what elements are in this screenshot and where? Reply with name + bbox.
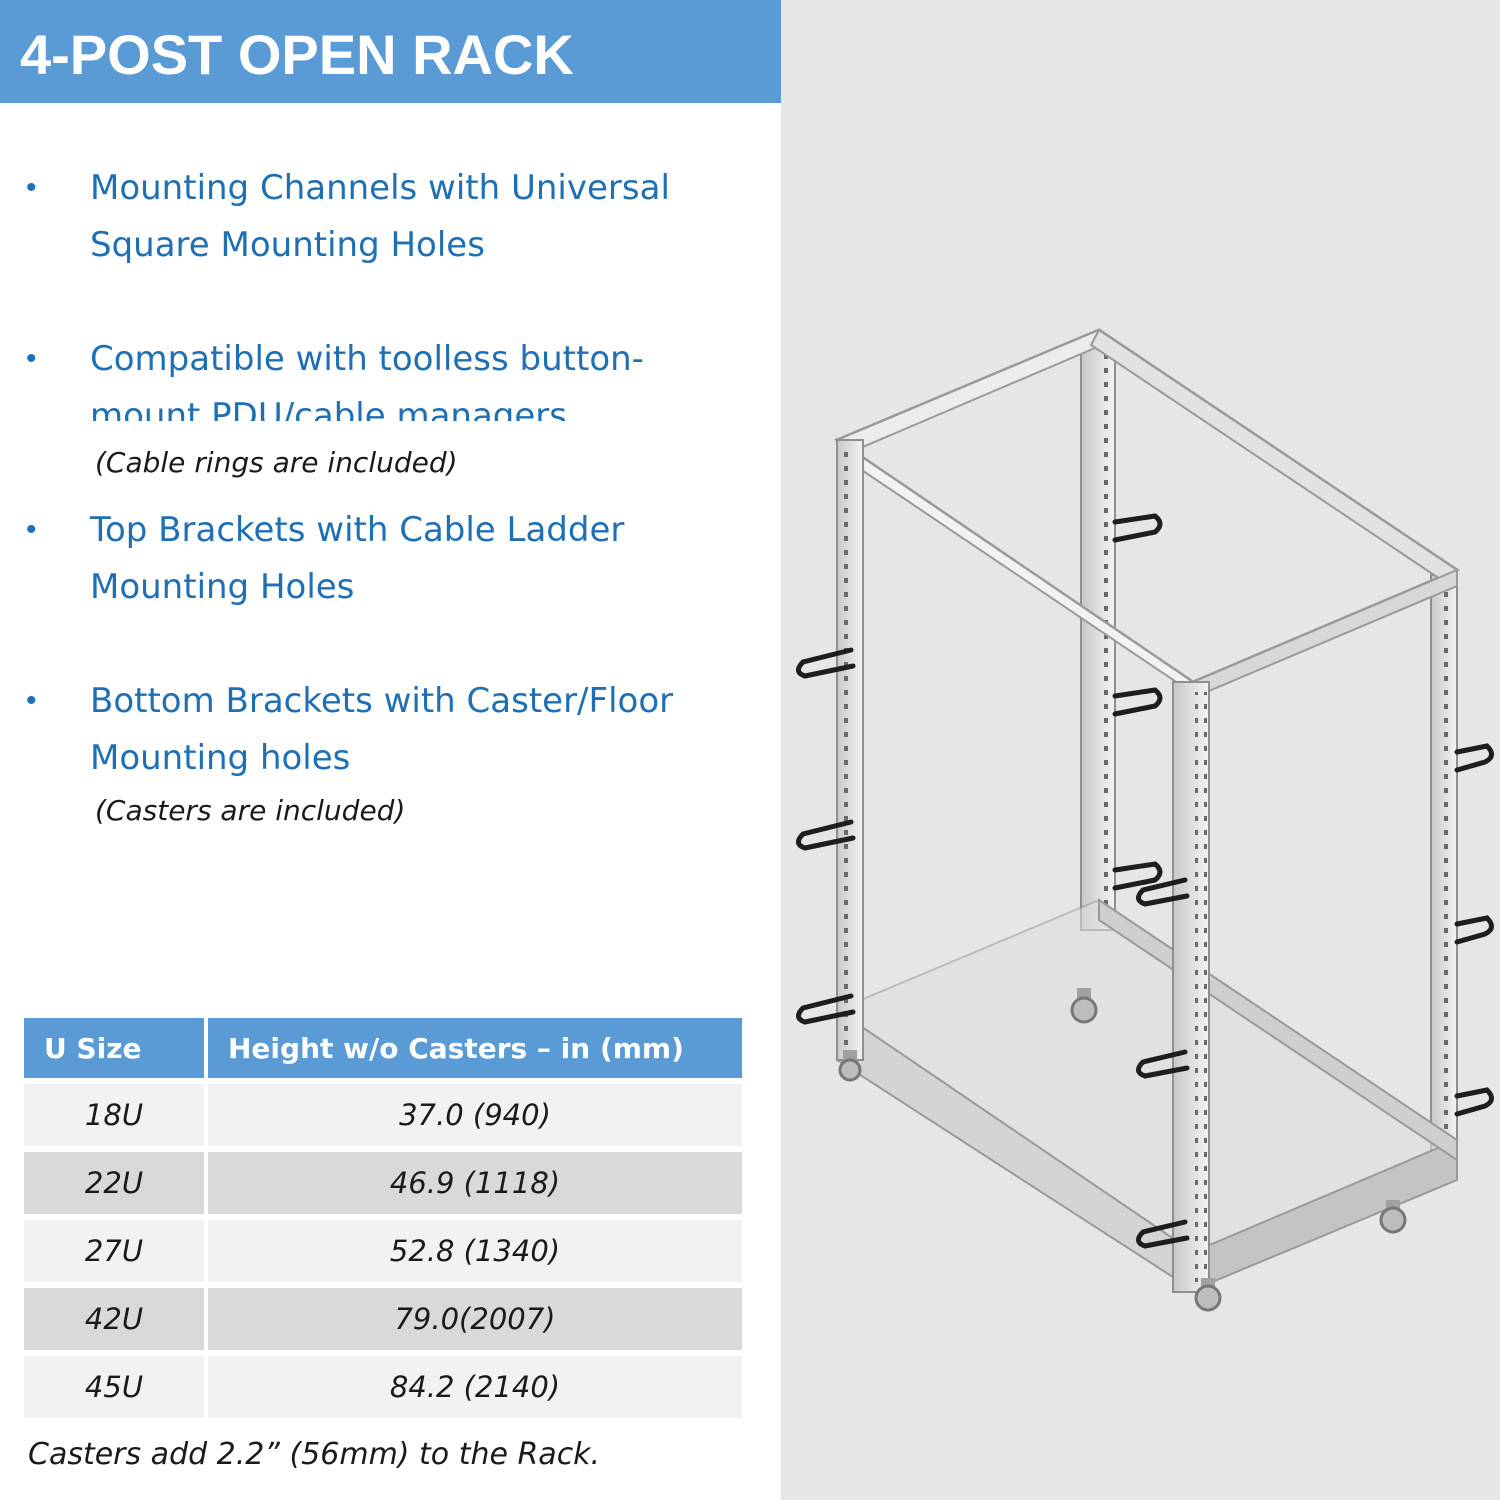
header-height: Height w/o Casters – in (mm) (206, 1018, 742, 1084)
front-left-post (836, 439, 864, 1061)
header-u-size: U Size (24, 1018, 208, 1084)
cable-ring-icon (1136, 1219, 1190, 1249)
caster-icon (1070, 988, 1098, 1024)
bullet-icon: • (26, 684, 37, 717)
cell-height: 79.0(2007) (206, 1285, 742, 1356)
cell-height: 52.8 (1340) (206, 1217, 742, 1288)
cable-rings (796, 513, 1494, 1249)
cable-ring-icon (796, 819, 856, 851)
front-right-post (1172, 681, 1210, 1293)
bullet-icon: • (26, 171, 37, 204)
title-bar: 4-POST OPEN RACK (0, 0, 781, 103)
size-table: U Size Height w/o Casters – in (mm) 18U … (24, 1018, 742, 1424)
cable-ring-icon (796, 647, 856, 679)
cable-ring-icon (1112, 513, 1163, 543)
cable-ring-icon (796, 993, 856, 1025)
cell-height: 84.2 (2140) (206, 1353, 742, 1424)
cell-u-size: 42U (24, 1285, 208, 1356)
feature-note-casters: (Casters are included) (95, 794, 406, 827)
cell-height: 46.9 (1118) (206, 1149, 742, 1220)
caster-icon (838, 1050, 862, 1082)
caster-icon (1379, 1200, 1407, 1234)
cable-ring-icon (1136, 877, 1190, 907)
left-panel: 4-POST OPEN RACK • Mounting Channels wit… (0, 0, 781, 1472)
rear-right-post (1430, 574, 1458, 1176)
cable-ring-icon (1136, 1049, 1190, 1079)
cable-ring-icon (1112, 687, 1163, 717)
casters-footnote: Casters add 2.2” (56mm) to the Rack. (28, 1437, 601, 1472)
cable-ring-icon (1454, 915, 1494, 945)
bullet-icon: • (26, 513, 37, 546)
feature-top-brackets: Top Brackets with Cable Ladder Mounting … (90, 510, 625, 607)
cell-u-size: 45U (24, 1353, 208, 1424)
cable-ring-icon (1112, 861, 1163, 891)
open-rack-illustration (796, 328, 1494, 1312)
page-title: 4-POST OPEN RACK (20, 23, 574, 86)
cell-height: 37.0 (940) (206, 1081, 742, 1152)
table-header-row: U Size Height w/o Casters – in (mm) (24, 1018, 742, 1084)
top-bracket (833, 328, 1461, 699)
table-row: 27U 52.8 (1340) (24, 1217, 742, 1288)
table-row: 45U 84.2 (2140) (24, 1353, 742, 1424)
cell-u-size: 18U (24, 1081, 208, 1152)
cable-ring-icon (1454, 743, 1494, 773)
feature-mounting-channels: Mounting Channels with Universal Square … (90, 168, 670, 265)
feature-toolless-pdu: Compatible with toolless button-mount PD… (90, 339, 644, 421)
cell-u-size: 27U (24, 1217, 208, 1288)
feature-bottom-brackets: Bottom Brackets with Caster/Floor Mounti… (90, 681, 674, 778)
caster-icon (1194, 1278, 1222, 1312)
casters (838, 988, 1407, 1312)
table-row: 18U 37.0 (940) (24, 1081, 742, 1152)
feature-note-cable-rings: (Cable rings are included) (95, 446, 458, 479)
cable-ring-icon (1454, 1087, 1494, 1117)
bullet-icon: • (26, 342, 37, 375)
table-row: 22U 46.9 (1118) (24, 1149, 742, 1220)
cell-u-size: 22U (24, 1149, 208, 1220)
table-row: 42U 79.0(2007) (24, 1285, 742, 1356)
